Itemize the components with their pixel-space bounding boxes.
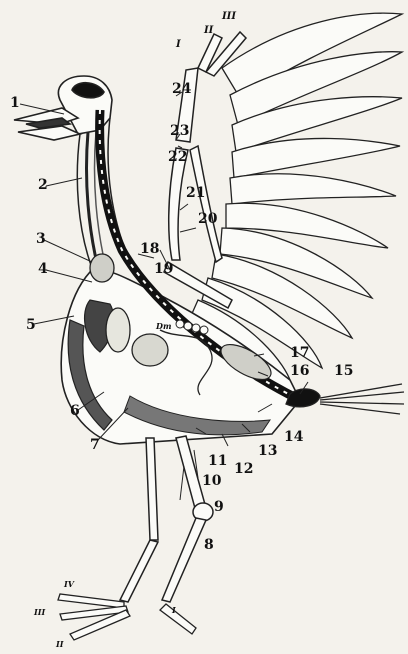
label-1: 1 xyxy=(10,96,20,110)
label-12: 12 xyxy=(234,462,253,476)
label-wing-digit-ii: II xyxy=(204,26,213,36)
label-10: 10 xyxy=(202,474,221,488)
label-6: 6 xyxy=(70,404,80,418)
label-3: 3 xyxy=(36,232,46,246)
leg-skeleton xyxy=(120,436,213,602)
label-22: 22 xyxy=(168,150,187,164)
label-dm: Dm xyxy=(156,322,171,330)
label-5: 5 xyxy=(26,318,36,332)
label-toe-iv: IV xyxy=(64,580,74,588)
label-wing-digit-iii: III xyxy=(222,12,236,22)
label-21: 21 xyxy=(186,186,205,200)
label-14: 14 xyxy=(284,430,303,444)
label-toe-ii: II xyxy=(56,640,63,648)
label-24: 24 xyxy=(172,82,191,96)
label-19: 19 xyxy=(154,262,173,276)
label-18: 18 xyxy=(140,242,159,256)
label-toe-iii: III xyxy=(34,608,45,616)
label-11: 11 xyxy=(208,454,227,468)
label-7: 7 xyxy=(90,438,100,452)
label-13: 13 xyxy=(258,444,277,458)
label-8: 8 xyxy=(204,538,214,552)
gizzard xyxy=(132,334,168,366)
label-20: 20 xyxy=(198,212,217,226)
label-wing-digit-i: I xyxy=(176,40,181,50)
label-9: 9 xyxy=(214,500,224,514)
label-16: 16 xyxy=(290,364,309,378)
label-2: 2 xyxy=(38,178,48,192)
label-23: 23 xyxy=(170,124,189,138)
label-toe-i: I xyxy=(172,606,176,614)
label-4: 4 xyxy=(38,262,48,276)
liver xyxy=(106,308,130,352)
crop xyxy=(90,254,114,282)
label-17: 17 xyxy=(290,346,309,360)
label-15: 15 xyxy=(334,364,353,378)
